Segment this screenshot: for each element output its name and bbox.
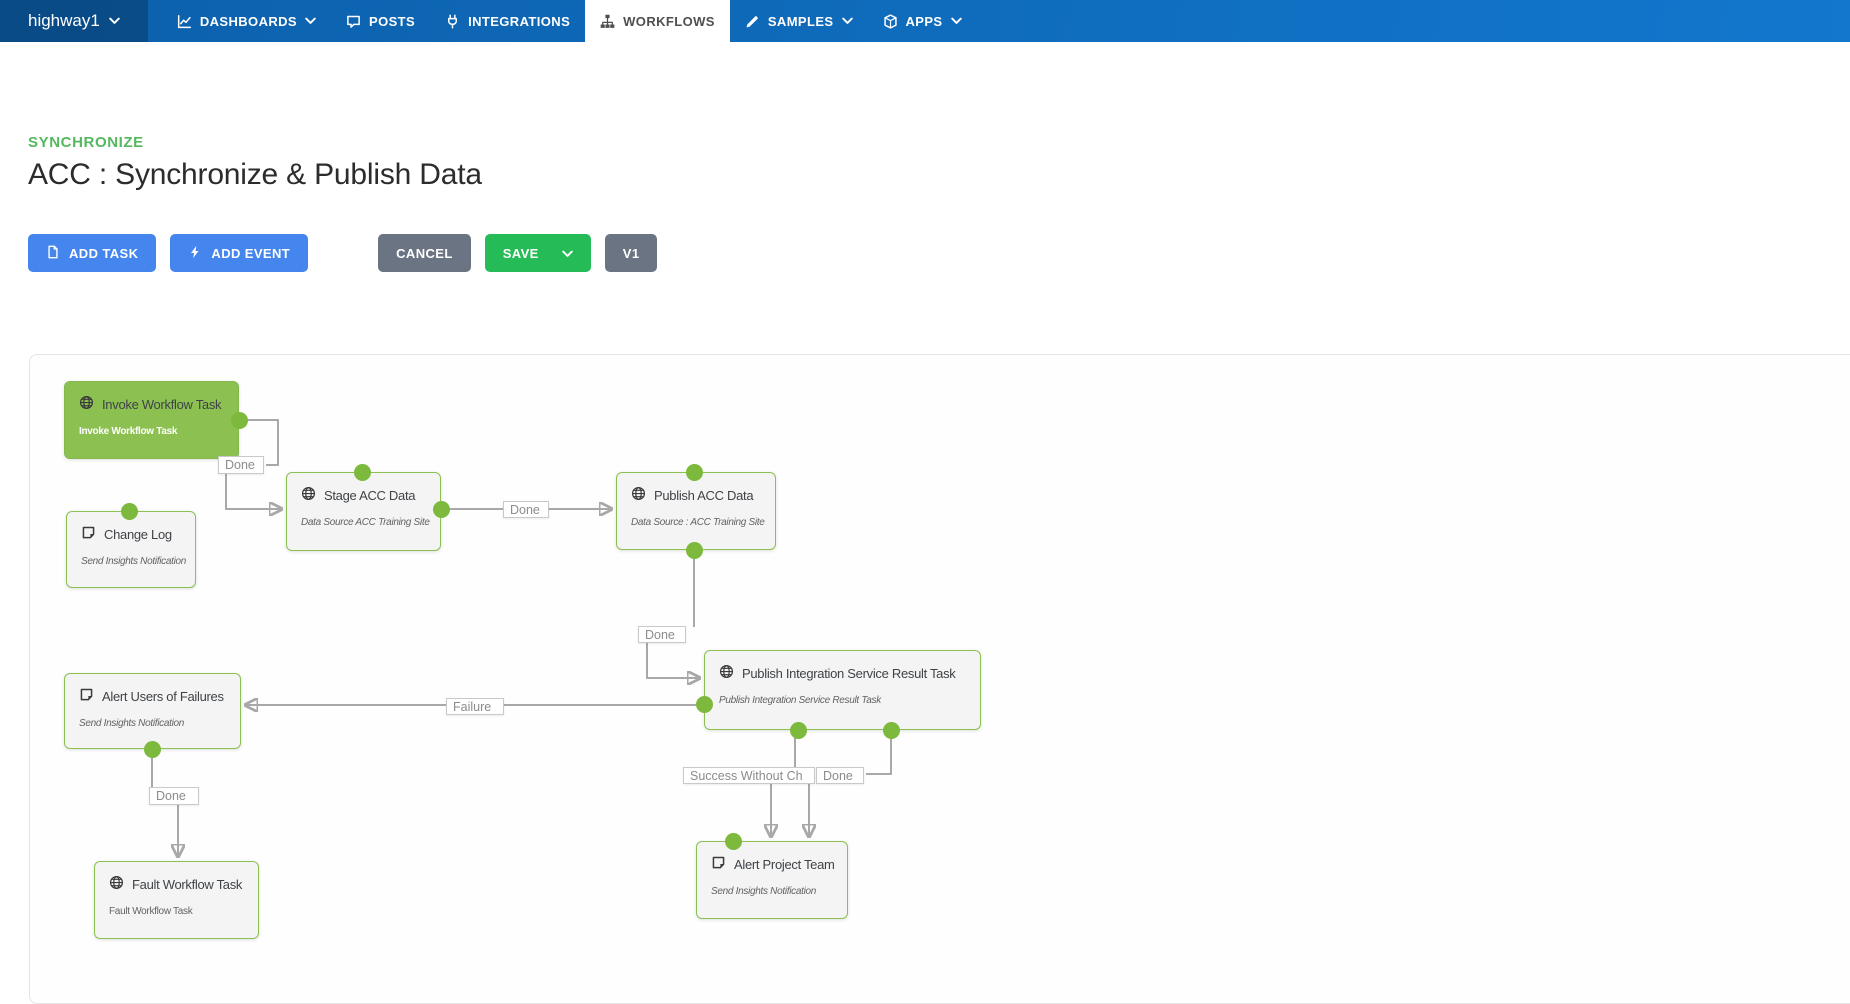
edge-label-done-5[interactable]: Done [816, 767, 864, 784]
node-port-alert-users-of-failures-0[interactable] [143, 740, 161, 758]
bolt-icon [188, 245, 202, 262]
nav-item-label: POSTS [369, 13, 416, 29]
cube-icon [883, 13, 898, 29]
save-label: SAVE [502, 245, 539, 261]
chevron-down-icon [950, 17, 962, 25]
pencil-icon [745, 14, 760, 29]
nav-item-label: INTEGRATIONS [468, 13, 571, 29]
edge-integration-to-done-label [866, 730, 892, 775]
node-subtitle: Send Insights Notification [81, 556, 187, 567]
nav-item-workflows[interactable]: WORKFLOWS [585, 0, 730, 42]
page-title: ACC : Synchronize & Publish Data [28, 158, 482, 191]
node-port-publish-integration-service-result-task-2[interactable] [882, 721, 900, 739]
node-title: Alert Users of Failures [102, 688, 224, 704]
nav-item-label: DASHBOARDS [199, 13, 297, 29]
sitemap-icon [600, 14, 615, 29]
cancel-button[interactable]: CANCEL [378, 234, 471, 272]
edge-done-label-to-integration [646, 642, 699, 678]
edges-layer [151, 419, 892, 975]
brand-label: highway1 [28, 11, 100, 30]
add-task-button[interactable]: ADD TASK [28, 234, 157, 272]
nav-item-samples[interactable]: SAMPLES [730, 0, 868, 42]
nav-item-label: WORKFLOWS [623, 13, 715, 29]
node-subtitle: Publish Integration Service Result Task [719, 695, 881, 706]
plug-icon [445, 13, 460, 29]
workflow-category-label: SYNCHRONIZE [28, 134, 144, 151]
note-icon [79, 687, 94, 705]
chevron-down-icon [562, 246, 573, 261]
node-title: Stage ACC Data [324, 487, 416, 503]
chevron-down-icon [305, 17, 316, 25]
edge-label-done-3[interactable]: Done [638, 626, 686, 643]
node-port-publish-integration-service-result-task-0[interactable] [695, 695, 713, 713]
cancel-label: CANCEL [396, 245, 453, 261]
edge-label-failure[interactable]: Failure [446, 698, 504, 715]
globe-icon [301, 486, 316, 504]
node-title: Alert Project Team [734, 856, 835, 872]
node-subtitle: Invoke Workflow Task [79, 426, 178, 437]
node-title: Publish ACC Data [654, 487, 754, 503]
node-subtitle: Data Source : ACC Training Site [631, 517, 765, 528]
edge-label-done-2[interactable]: Done [503, 501, 549, 518]
note-icon [81, 525, 96, 543]
save-button[interactable]: SAVE [484, 234, 591, 272]
chevron-down-icon [841, 17, 853, 25]
globe-icon [109, 875, 124, 893]
node-port-invoke-workflow-task-0[interactable] [230, 411, 248, 429]
globe-icon [631, 486, 646, 504]
chart-line-icon [177, 14, 192, 29]
node-title: Publish Integration Service Result Task [742, 665, 956, 681]
node-title: Fault Workflow Task [132, 876, 243, 892]
version-label: V1 [622, 245, 640, 261]
node-port-stage-acc-data-0[interactable] [353, 463, 371, 481]
nav-item-dashboards[interactable]: DASHBOARDS [162, 0, 331, 42]
speech-bubble-icon [346, 14, 361, 29]
navbar: highway1 DASHBOARDS POSTS INTEGRATIONS WORK… [0, 0, 1850, 42]
node-subtitle: Send Insights Notification [79, 718, 185, 729]
add-task-label: ADD TASK [69, 245, 139, 261]
chevron-down-icon [109, 17, 120, 25]
edge-label-success-without-change[interactable]: Success Without Ch [683, 767, 815, 784]
toolbar: ADD TASK ADD EVENT CANCEL SAVE V1 [28, 234, 1850, 272]
note-icon [711, 855, 726, 873]
node-subtitle: Send Insights Notification [711, 886, 817, 897]
nav-item-label: SAMPLES [767, 13, 834, 29]
node-title: Change Log [104, 526, 172, 542]
version-button[interactable]: V1 [604, 234, 658, 272]
globe-icon [79, 395, 94, 413]
page-header: SYNCHRONIZE ACC : Synchronize & Publish … [0, 134, 1850, 192]
nav-item-apps[interactable]: APPS [868, 0, 977, 42]
edge-invoke-to-done-label [239, 419, 279, 466]
globe-icon [719, 664, 734, 682]
node-port-publish-integration-service-result-task-1[interactable] [789, 721, 807, 739]
nav-item-label: APPS [905, 13, 943, 29]
edge-label-done-4[interactable]: Done [149, 787, 199, 805]
node-subtitle: Fault Workflow Task [109, 906, 193, 917]
node-port-change-log-0[interactable] [120, 502, 138, 520]
node-title: Invoke Workflow Task [102, 396, 222, 412]
node-subtitle: Data Source ACC Training Site [301, 517, 430, 528]
node-port-publish-acc-data-0[interactable] [685, 463, 703, 481]
nav-item-posts[interactable]: POSTS [331, 0, 430, 42]
nav-items: DASHBOARDS POSTS INTEGRATIONS WORKFLOWS SAMP… [162, 0, 977, 42]
file-icon [46, 245, 60, 262]
nav-item-integrations[interactable]: INTEGRATIONS [430, 0, 585, 42]
edge-label-done-1[interactable]: Done [218, 456, 264, 474]
node-port-alert-project-team-0[interactable] [724, 832, 742, 850]
edge-done-label-to-stage [225, 474, 281, 509]
add-event-button[interactable]: ADD EVENT [170, 234, 309, 272]
node-port-publish-acc-data-1[interactable] [685, 541, 703, 559]
node-port-stage-acc-data-1[interactable] [432, 500, 450, 518]
add-event-label: ADD EVENT [211, 245, 291, 261]
brand-menu[interactable]: highway1 [0, 0, 148, 42]
